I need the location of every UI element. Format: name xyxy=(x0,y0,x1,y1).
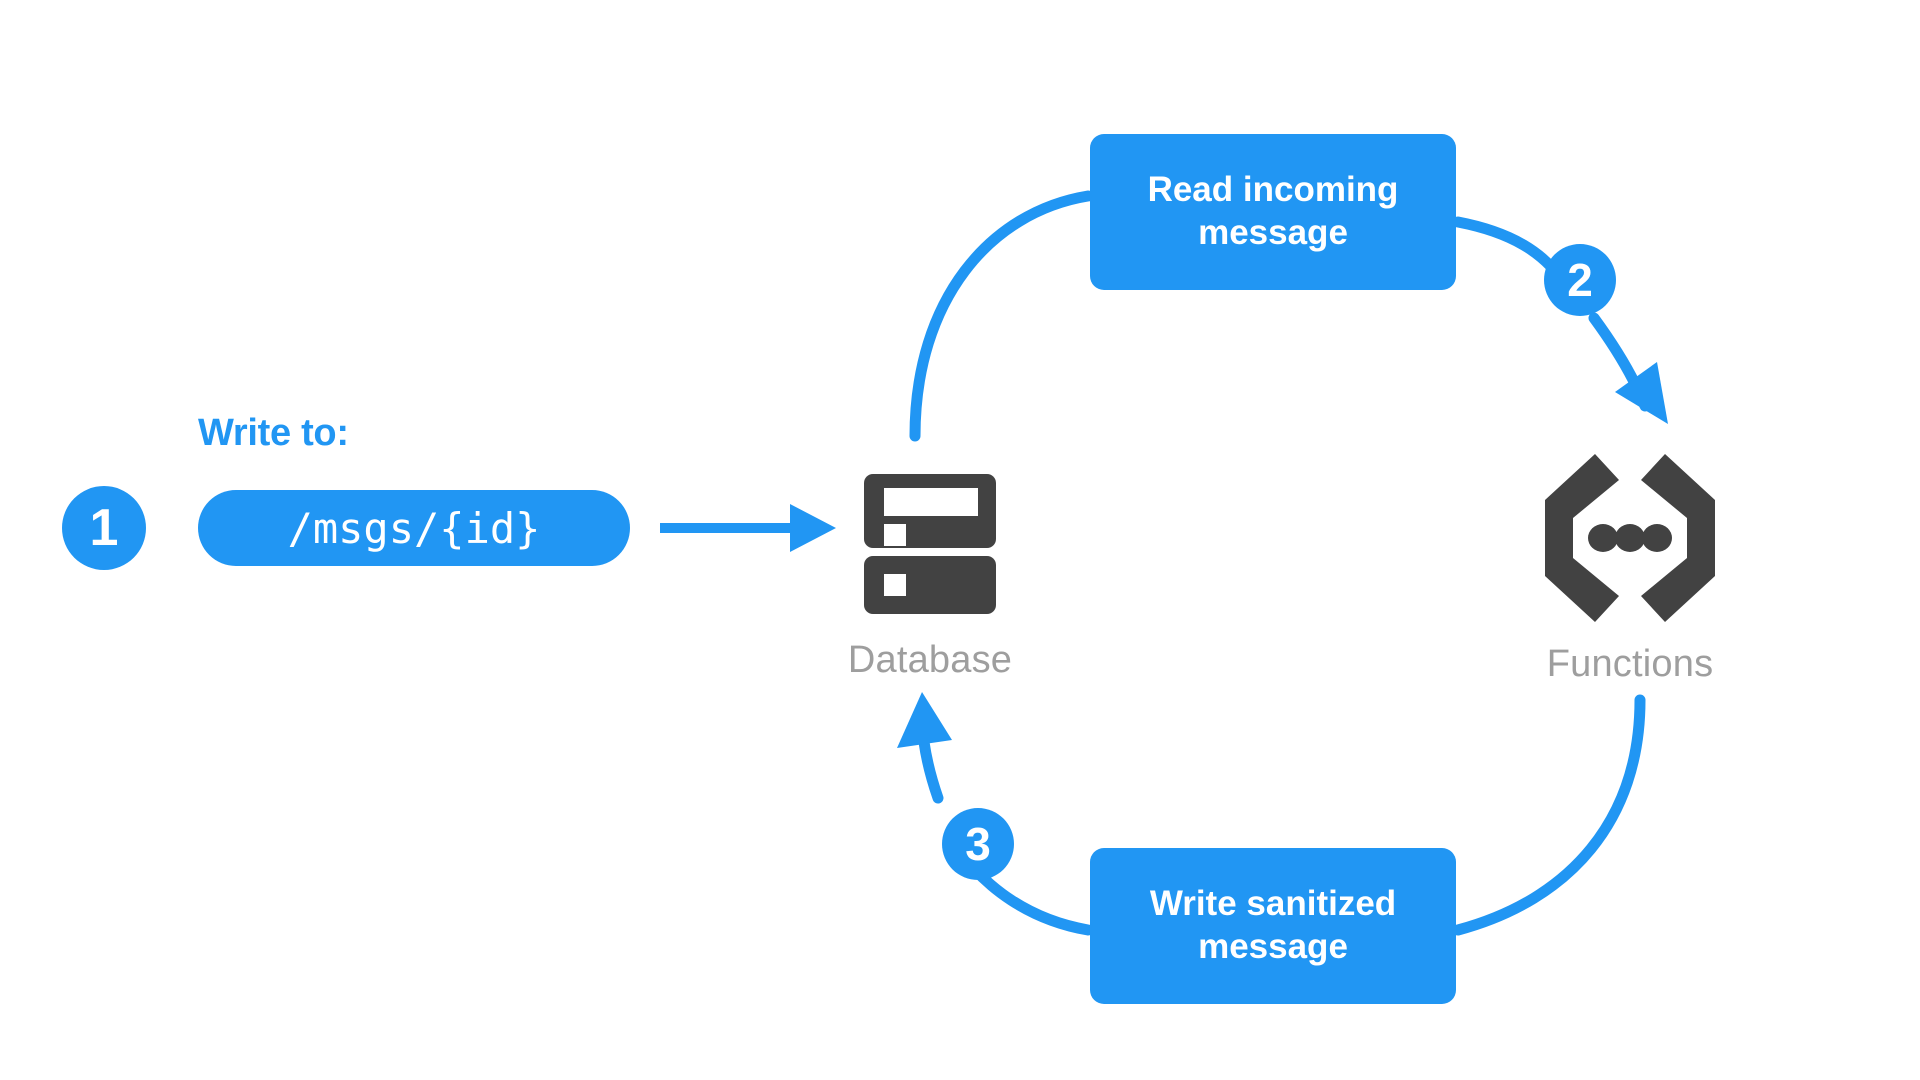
connector-functions-to-write xyxy=(1452,694,1646,936)
node-database[interactable]: Database xyxy=(820,462,1040,682)
functions-brackets-icon xyxy=(1541,450,1719,631)
write-to-label: Write to: xyxy=(198,412,349,454)
connector-pill-to-database xyxy=(660,504,836,552)
node-functions[interactable]: Functions xyxy=(1500,450,1760,686)
database-icon xyxy=(850,462,1010,627)
box-read-incoming-message[interactable]: Read incoming message xyxy=(1090,134,1456,290)
step-badge-1: 1 xyxy=(62,486,146,570)
database-path-pill[interactable]: /msgs/{id} xyxy=(198,490,630,566)
database-caption: Database xyxy=(847,639,1013,681)
step-badge-2: 2 xyxy=(1544,244,1616,316)
database-path-text: /msgs/{id} xyxy=(287,503,541,553)
functions-caption: Functions xyxy=(1546,643,1714,685)
connector-database-to-read xyxy=(909,190,1094,442)
step-badge-3: 3 xyxy=(942,808,1014,880)
box-write-sanitized-message[interactable]: Write sanitized message xyxy=(1090,848,1456,1004)
